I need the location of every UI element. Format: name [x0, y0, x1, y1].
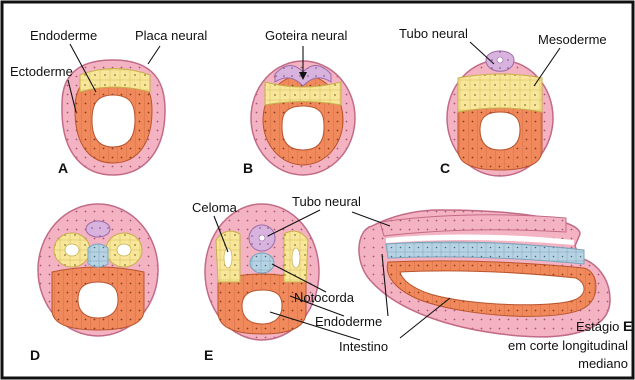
pointer-placa	[148, 46, 160, 64]
pointer-mesoderme	[534, 48, 560, 86]
pointer-tubo-long	[352, 212, 390, 226]
panel-b: Goteira neural B	[243, 28, 355, 176]
panel-e-cross-section: Celoma Tubo neural Notocorda Endoderme I…	[192, 194, 388, 363]
caption-line2: em corte longitudinal	[508, 338, 628, 353]
gut-cavity	[480, 112, 520, 150]
caption-line1: Estágio E	[576, 318, 632, 334]
notochord	[88, 244, 108, 267]
notochord	[250, 253, 274, 273]
label-placa-neural: Placa neural	[135, 28, 207, 43]
mesoderm-layer	[458, 74, 542, 112]
archenteron-cavity	[92, 95, 135, 147]
intestine-cavity	[242, 290, 282, 324]
stage-letter-b: B	[243, 160, 253, 176]
label-celoma: Celoma	[192, 200, 238, 215]
label-goteira-neural: Goteira neural	[265, 28, 347, 43]
label-mesoderme: Mesoderme	[538, 32, 607, 47]
label-endoderme-e: Endoderme	[315, 314, 382, 329]
caption-stage-letter: E	[623, 318, 632, 334]
panel-e-longitudinal: Estágio E em corte longitudinal mediano	[352, 210, 632, 371]
label-endoderme-a: Endoderme	[30, 28, 97, 43]
stage-letter-c: C	[440, 160, 450, 176]
label-ectoderme: Ectoderme	[10, 64, 73, 79]
neural-canal	[259, 235, 265, 241]
coelom-right	[117, 244, 131, 256]
stage-letter-e: E	[204, 347, 213, 363]
coelom-left	[65, 244, 79, 256]
caption-prefix: Estágio	[576, 319, 623, 334]
neural-tube	[86, 221, 110, 237]
label-tubo-neural-c: Tubo neural	[399, 26, 468, 41]
panel-d: D	[30, 204, 158, 363]
stage-letter-d: D	[30, 347, 40, 363]
gut-cavity	[78, 282, 118, 318]
coelom-right	[292, 248, 300, 268]
panel-a: Endoderme Placa neural Ectoderme A	[10, 28, 207, 176]
label-intestino: Intestino	[339, 339, 388, 354]
label-notocorda: Notocorda	[294, 290, 355, 305]
caption-line3: mediano	[578, 356, 628, 371]
stage-letter-a: A	[58, 160, 68, 176]
neural-canal	[497, 57, 503, 63]
panel-c: Tubo neural Mesoderme C	[399, 26, 607, 176]
gut-cavity	[282, 106, 324, 150]
label-tubo-neural-e: Tubo neural	[292, 194, 361, 209]
